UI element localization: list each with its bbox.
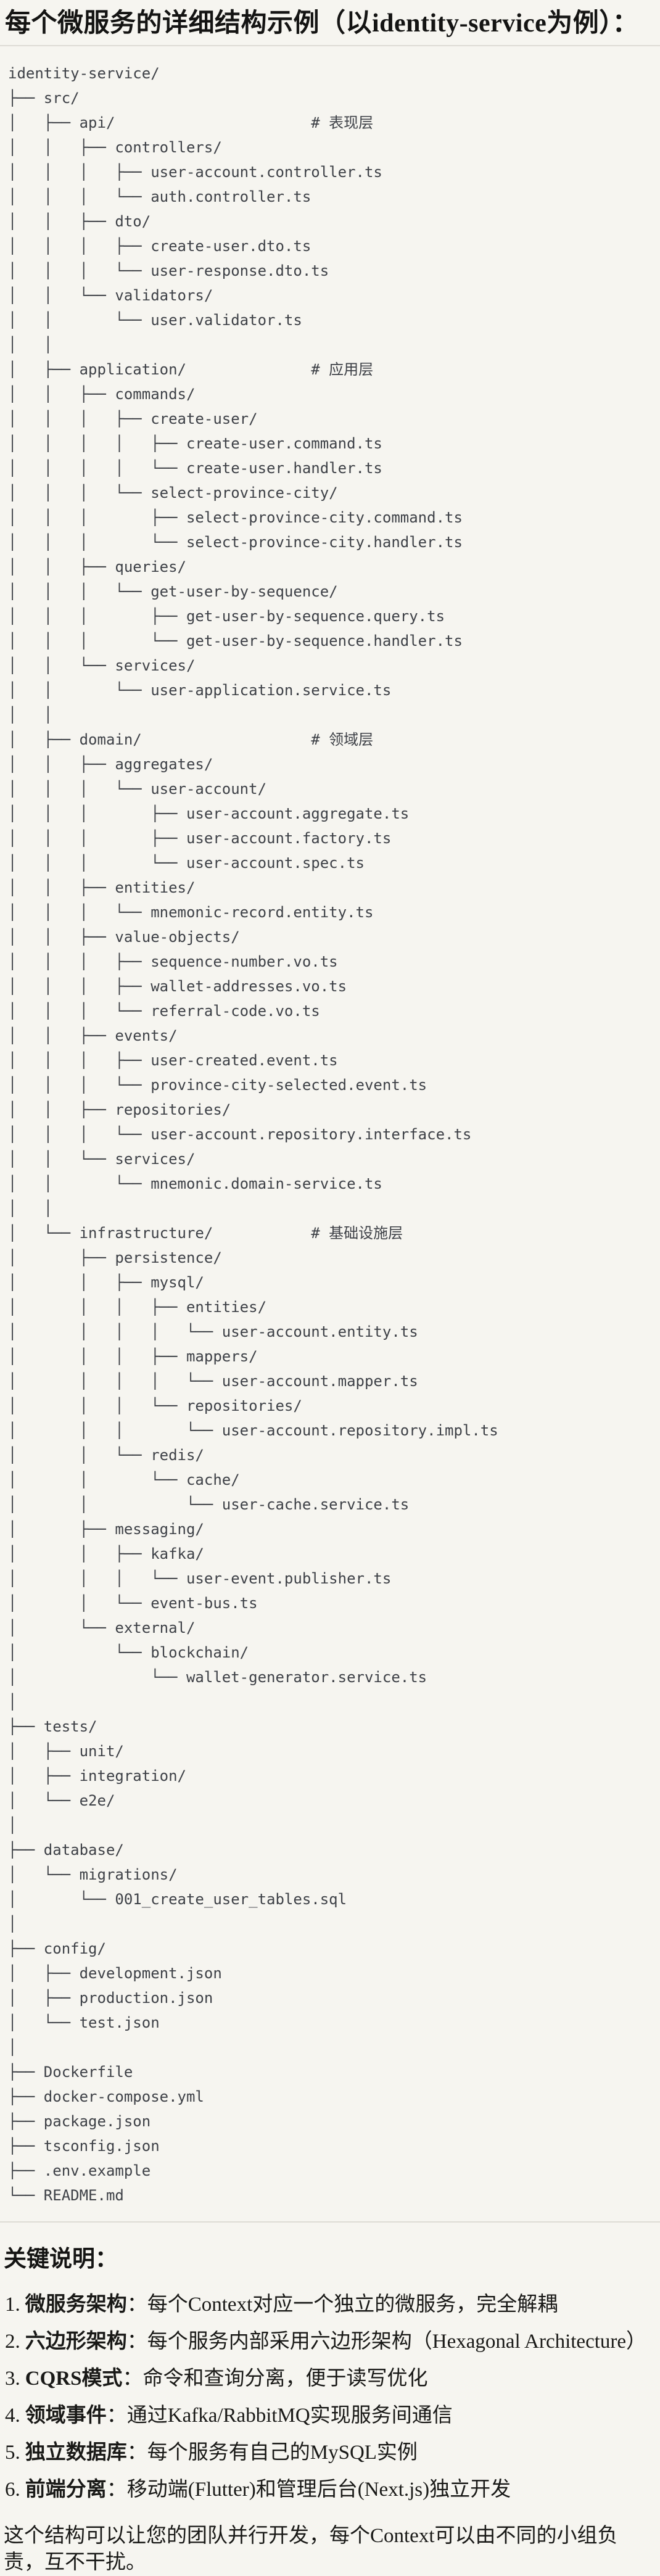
notes-heading: 关键说明： xyxy=(4,2247,118,2273)
note-number: 2. xyxy=(5,2330,20,2353)
closing-paragraph: 这个结构可以让您的团队并行开发，每个Context可以由不同的小组负责，互不干扰… xyxy=(4,2524,618,2574)
title-divider xyxy=(0,45,660,47)
note-item-domain-events: 4.领域事件：通过Kafka/RabbitMQ实现服务间通信 xyxy=(5,2403,654,2429)
note-separator: ： xyxy=(106,2478,127,2501)
note-item-hexagonal: 2.六边形架构：每个服务内部采用六边形架构（Hexagonal Architec… xyxy=(5,2329,654,2355)
note-number: 4. xyxy=(5,2405,20,2427)
note-label: 微服务架构 xyxy=(25,2293,127,2316)
note-description: 每个服务内部采用六边形架构（Hexagonal Architecture） xyxy=(147,2330,647,2353)
note-separator: ： xyxy=(126,2330,147,2353)
note-item-independent-db: 5.独立数据库：每个服务有自己的MySQL实例 xyxy=(5,2440,654,2466)
note-description: 每个服务有自己的MySQL实例 xyxy=(147,2441,418,2464)
note-label: 六边形架构 xyxy=(25,2330,127,2353)
note-description: 通过Kafka/RabbitMQ实现服务间通信 xyxy=(126,2405,453,2427)
page-title: 每个微服务的详细结构示例（以identity-service为例）： xyxy=(5,9,639,38)
note-item-cqrs: 3.CQRS模式：命令和查询分离，便于读写优化 xyxy=(5,2366,654,2392)
note-number: 6. xyxy=(5,2478,20,2501)
directory-tree-code-block: identity-service/ ├── src/ │ ├── api/ # … xyxy=(8,65,498,2205)
code-divider xyxy=(0,2221,660,2223)
note-number: 5. xyxy=(5,2441,20,2464)
note-item-microservice: 1.微服务架构：每个Context对应一个独立的微服务，完全解耦 xyxy=(5,2292,654,2318)
note-description: 每个Context对应一个独立的微服务，完全解耦 xyxy=(147,2293,558,2316)
note-description: 命令和查询分离，便于读写优化 xyxy=(142,2368,428,2390)
note-label: 独立数据库 xyxy=(25,2441,127,2464)
note-separator: ： xyxy=(126,2293,147,2316)
note-separator: ： xyxy=(122,2368,143,2390)
note-label: 领域事件 xyxy=(25,2405,107,2427)
note-description: 移动端(Flutter)和管理后台(Next.js)独立开发 xyxy=(126,2478,511,2501)
note-label: CQRS模式 xyxy=(25,2368,123,2390)
key-notes-section: 关键说明： 1.微服务架构：每个Context对应一个独立的微服务，完全解耦 2… xyxy=(0,2223,660,2575)
note-label: 前端分离 xyxy=(25,2478,107,2501)
note-separator: ： xyxy=(126,2441,147,2464)
note-number: 1. xyxy=(5,2293,20,2316)
note-number: 3. xyxy=(5,2368,20,2390)
note-separator: ： xyxy=(106,2405,127,2427)
note-item-frontend-separation: 6.前端分离：移动端(Flutter)和管理后台(Next.js)独立开发 xyxy=(5,2477,654,2503)
